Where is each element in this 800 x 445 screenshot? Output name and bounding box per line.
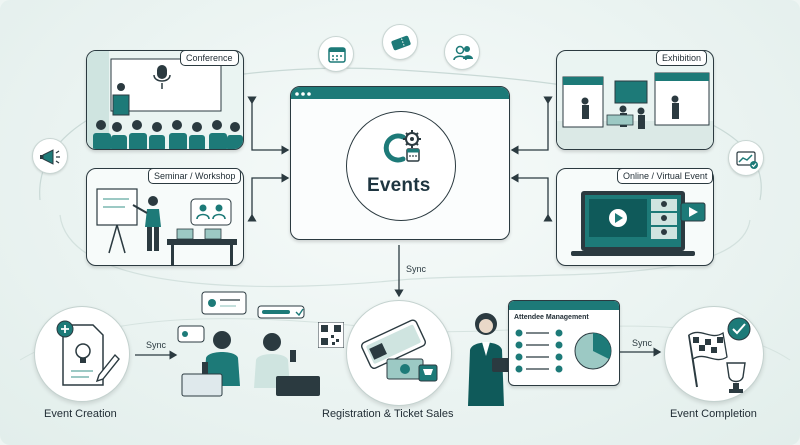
arrow-conference — [247, 96, 290, 155]
tickets-icon — [361, 319, 438, 382]
ticket-sales-circle — [346, 300, 452, 406]
arrow-online — [510, 173, 553, 222]
event-creation-circle — [34, 306, 130, 402]
exhibition-card — [556, 50, 714, 150]
events-logo-icon — [383, 130, 421, 163]
attendee-list-and-pie — [515, 329, 612, 373]
ticket-icon — [382, 24, 418, 60]
calendar-icon — [318, 36, 354, 72]
exhibition-tag: Exhibition — [656, 50, 708, 66]
manager-person-illustration — [468, 313, 510, 406]
sync-label-left: Sync — [146, 340, 167, 350]
online-illustration — [571, 191, 706, 256]
seminar-tag: Seminar / Workshop — [148, 168, 242, 184]
seminar-card — [86, 168, 244, 266]
analytics-icon — [728, 140, 764, 176]
online-tag: Online / Virtual Event — [617, 168, 714, 184]
registration-people-illustration — [177, 291, 320, 397]
exhibition-illustration — [557, 72, 713, 149]
event-completion-circle — [664, 306, 764, 402]
attendee-panel-title: Attendee Management — [514, 314, 589, 321]
sync-label-center: Sync — [406, 264, 427, 274]
window-titlebar — [291, 87, 509, 99]
conference-card — [86, 50, 244, 150]
events-hub-window: Events — [290, 86, 510, 240]
creation-document-icon — [56, 320, 120, 386]
events-badge — [346, 111, 456, 221]
completion-flag-trophy-icon — [688, 317, 751, 393]
sync-label-right: Sync — [632, 338, 653, 348]
online-card — [556, 168, 714, 266]
event-completion-label: Event Completion — [670, 408, 757, 420]
panel-titlebar — [509, 301, 619, 310]
qr-code-icon — [318, 322, 344, 348]
seminar-illustration — [96, 188, 237, 265]
conference-illustration — [87, 51, 243, 149]
event-creation-label: Event Creation — [44, 408, 117, 420]
arrow-seminar — [247, 173, 290, 222]
registration-label: Registration & Ticket Sales — [322, 408, 454, 420]
arrow-exhibition — [510, 96, 553, 155]
attendee-management-panel: Attendee Management — [508, 300, 620, 386]
megaphone-icon — [32, 138, 68, 174]
people-icon — [444, 34, 480, 70]
conference-tag: Conference — [180, 50, 239, 66]
events-title: Events — [367, 175, 431, 196]
